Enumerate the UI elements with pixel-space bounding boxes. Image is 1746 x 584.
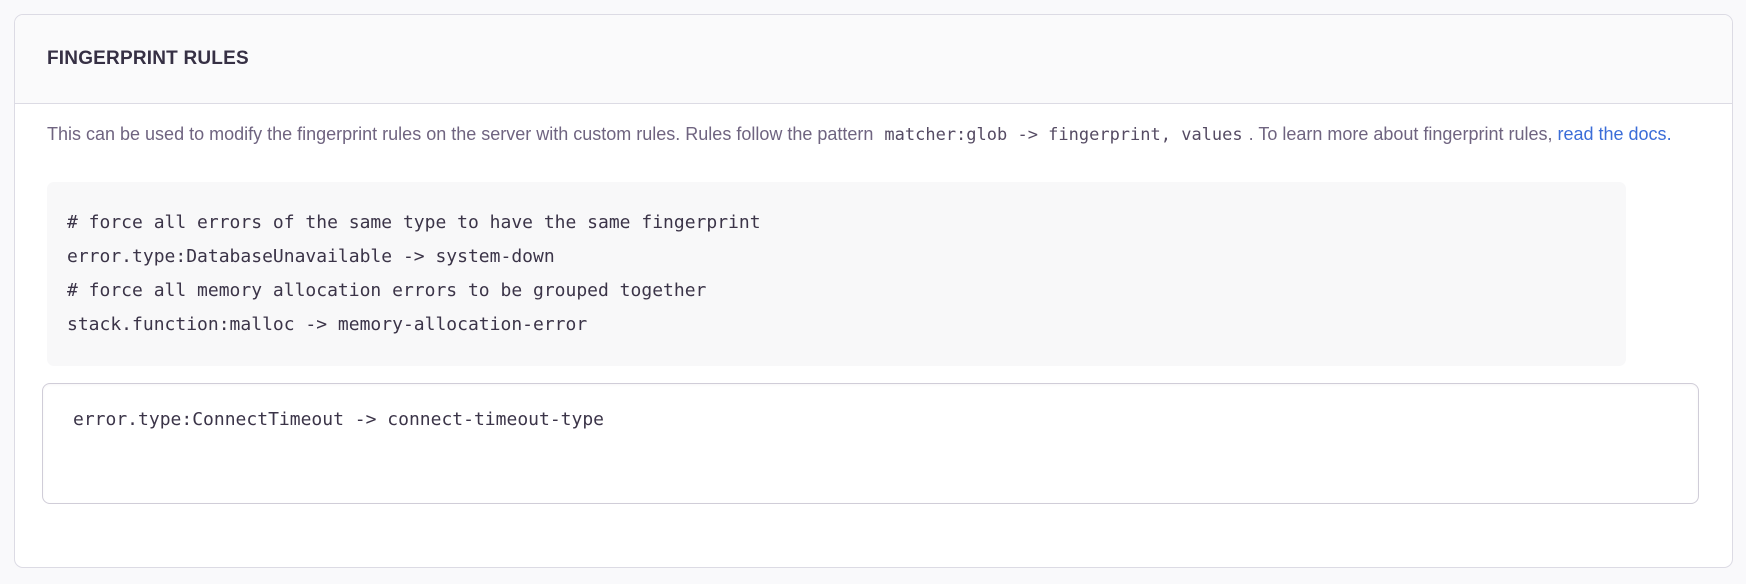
panel-body: This can be used to modify the fingerpri… <box>15 104 1732 504</box>
description-text-before: This can be used to modify the fingerpri… <box>47 124 879 144</box>
read-the-docs-link[interactable]: read the docs <box>1557 124 1667 144</box>
description-text-after: . <box>1666 124 1672 144</box>
panel-title: FINGERPRINT RULES <box>47 48 249 69</box>
panel-header: FINGERPRINT RULES <box>15 15 1732 104</box>
fingerprint-rules-textarea[interactable]: error.type:ConnectTimeout -> connect-tim… <box>42 383 1699 504</box>
description-text-middle: . To learn more about fingerprint rules, <box>1248 124 1558 144</box>
fingerprint-rules-panel: FINGERPRINT RULES This can be used to mo… <box>14 14 1733 568</box>
pattern-inline-code: matcher:glob -> fingerprint, values <box>884 125 1243 145</box>
description: This can be used to modify the fingerpri… <box>47 118 1700 152</box>
example-code-block: # force all errors of the same type to h… <box>47 182 1626 366</box>
